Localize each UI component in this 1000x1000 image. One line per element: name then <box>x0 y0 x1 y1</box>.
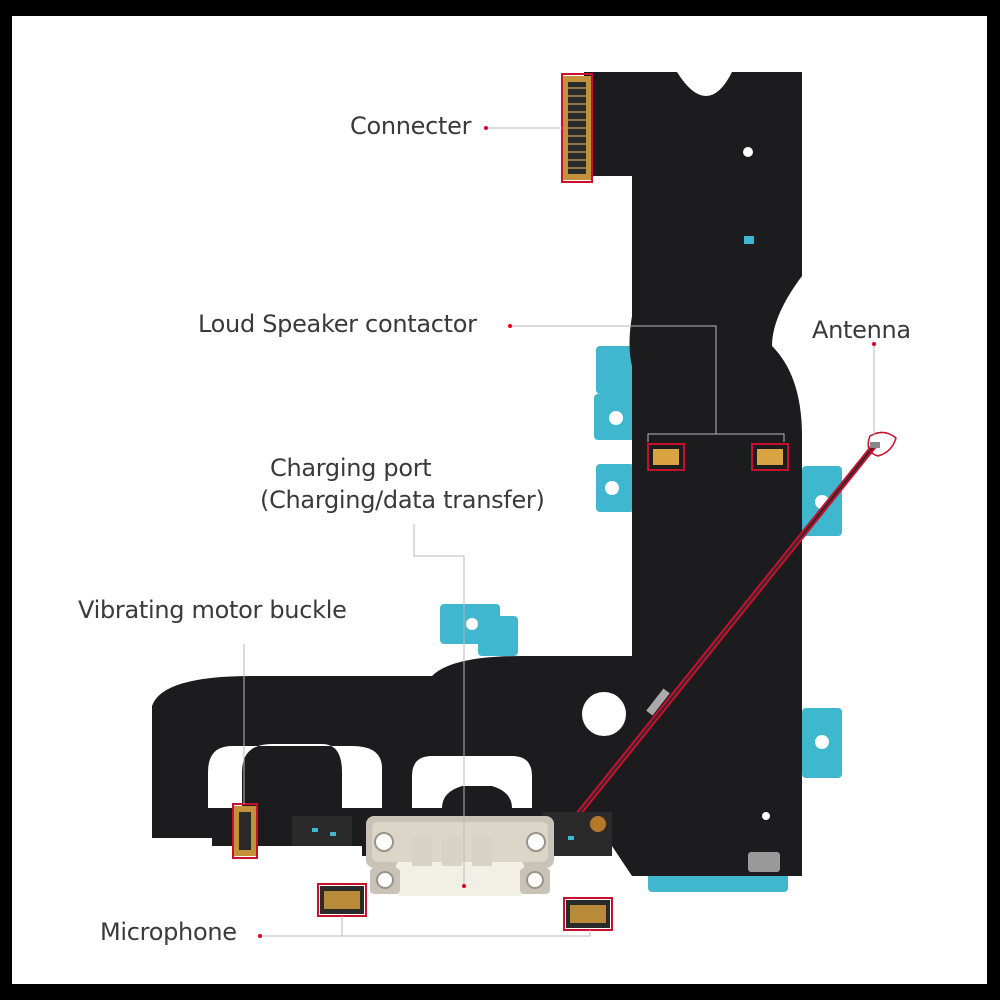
label-vibrating-motor: Vibrating motor buckle <box>78 596 347 624</box>
diagram-canvas: Connecter Loud Speaker contactor Antenna… <box>12 16 987 984</box>
label-loud-speaker: Loud Speaker contactor <box>198 310 477 338</box>
label-charging-port-line1: Charging port <box>270 454 432 482</box>
antenna-wire-icon <box>569 431 897 824</box>
flex-cable-diagram <box>152 72 897 937</box>
connector-icon <box>561 73 593 183</box>
label-microphone-dot <box>258 934 262 938</box>
label-charging-port-dot <box>462 884 466 888</box>
label-connecter: Connecter <box>350 112 472 140</box>
microphone-icon <box>317 883 613 931</box>
cable-via <box>744 236 754 244</box>
label-antenna-dot <box>872 342 876 346</box>
speaker-contact-icon <box>647 443 789 471</box>
bracket <box>748 796 790 872</box>
label-loud-speaker-dot <box>508 324 512 328</box>
leader-lines <box>243 127 875 937</box>
label-microphone: Microphone <box>100 918 237 946</box>
label-antenna: Antenna <box>812 316 911 344</box>
motor-buckle-icon <box>232 803 258 859</box>
flex-cable-body <box>152 72 802 876</box>
charging-port-icon <box>366 816 554 896</box>
cable-cutouts <box>170 147 753 854</box>
label-charging-port-line2: (Charging/data transfer) <box>260 486 545 514</box>
label-connecter-dot <box>484 126 488 130</box>
